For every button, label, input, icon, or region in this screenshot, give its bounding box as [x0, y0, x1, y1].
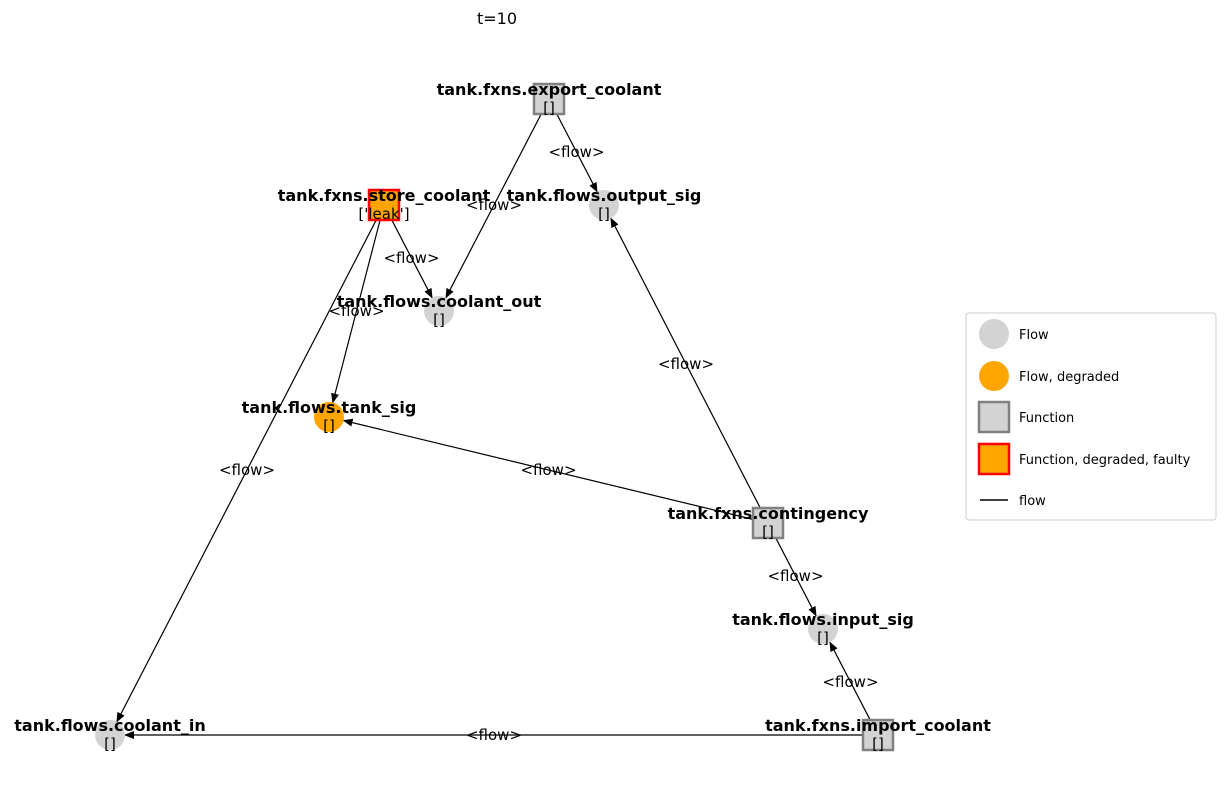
- edge-store_coolant-to-coolant_out: [390, 218, 433, 299]
- legend-frame: [965, 312, 1217, 521]
- edge-label: <flow>: [520, 461, 576, 479]
- edge-export_coolant-to-output_sig: [555, 112, 598, 193]
- function-node: [751, 506, 785, 540]
- flow-node: [95, 720, 125, 750]
- node-state-import-coolant: []: [872, 735, 884, 753]
- node-name-store-coolant: tank.fxns.store_coolant: [278, 186, 491, 205]
- legend-flow-degraded-marker: [979, 361, 1009, 391]
- node-name-output-sig: tank.flows.output_sig: [507, 186, 702, 205]
- legend-label: flow: [1019, 494, 1046, 509]
- node-name-export-coolant: tank.fxns.export_coolant: [437, 80, 662, 99]
- edge-label: <flow>: [658, 355, 714, 373]
- function-node-faulty: [367, 188, 401, 222]
- edge-store_coolant-to-coolant_in: [116, 218, 378, 723]
- node-name-coolant-in: tank.flows.coolant_in: [14, 716, 205, 735]
- edge-label: <flow>: [219, 461, 275, 479]
- edge-label: <flow>: [466, 726, 522, 744]
- edge-label: <flow>: [383, 249, 439, 267]
- node-name-import-coolant: tank.fxns.import_coolant: [765, 716, 991, 735]
- flow-node: [424, 296, 454, 326]
- legend-flow-marker: [979, 319, 1009, 349]
- edge-label: <flow>: [822, 673, 878, 691]
- node-labels-layer: tank.fxns.export_coolant[]tank.fxns.stor…: [14, 80, 991, 753]
- legend-label: Flow: [1019, 328, 1049, 343]
- edge-label: <flow>: [548, 143, 604, 161]
- edge-export_coolant-to-coolant_out: [445, 112, 543, 299]
- edge-label: <flow>: [466, 196, 522, 214]
- node-state-contingency: []: [762, 523, 774, 541]
- edge-label: <flow>: [328, 302, 384, 320]
- node-name-contingency: tank.fxns.contingency: [668, 504, 869, 523]
- function-node: [532, 82, 566, 116]
- node-state-output-sig: []: [598, 205, 610, 223]
- flow-node: [589, 190, 619, 220]
- edge-contingency-to-tank_sig: [342, 418, 753, 520]
- node-state-tank-sig: []: [323, 417, 335, 435]
- plot-title: t=10: [477, 9, 517, 28]
- edge-contingency-to-input_sig: [774, 536, 817, 617]
- edge-store_coolant-to-tank_sig: [331, 220, 381, 404]
- node-name-coolant-out: tank.flows.coolant_out: [337, 292, 542, 311]
- edge-label: <flow>: [767, 567, 823, 585]
- node-name-input-sig: tank.flows.input_sig: [732, 610, 914, 629]
- legend-function-faulty-marker: [977, 442, 1011, 476]
- node-state-input-sig: []: [817, 629, 829, 647]
- nodes-layer: [95, 82, 895, 752]
- flow-node-degraded: [314, 402, 344, 432]
- flow-node: [808, 614, 838, 644]
- node-state-store-coolant: ['leak']: [358, 205, 409, 223]
- legend-label: Function, degraded, faulty: [1019, 453, 1191, 468]
- node-state-coolant-out: []: [433, 311, 445, 329]
- legend-label: Function: [1019, 411, 1074, 426]
- legend-label: Flow, degraded: [1019, 370, 1119, 385]
- edges-layer: [116, 112, 872, 739]
- function-node: [861, 718, 895, 752]
- node-state-export-coolant: []: [543, 99, 555, 117]
- node-name-tank-sig: tank.flows.tank_sig: [242, 398, 417, 417]
- edge-import_coolant-to-input_sig: [829, 641, 872, 722]
- legend-function-marker: [977, 400, 1011, 434]
- edge-contingency-to-output_sig: [610, 217, 762, 510]
- edge-labels-layer: <flow> <flow> <flow> <flow> <flow> <flow> <flo…: [219, 143, 879, 744]
- node-state-coolant-in: []: [104, 735, 116, 753]
